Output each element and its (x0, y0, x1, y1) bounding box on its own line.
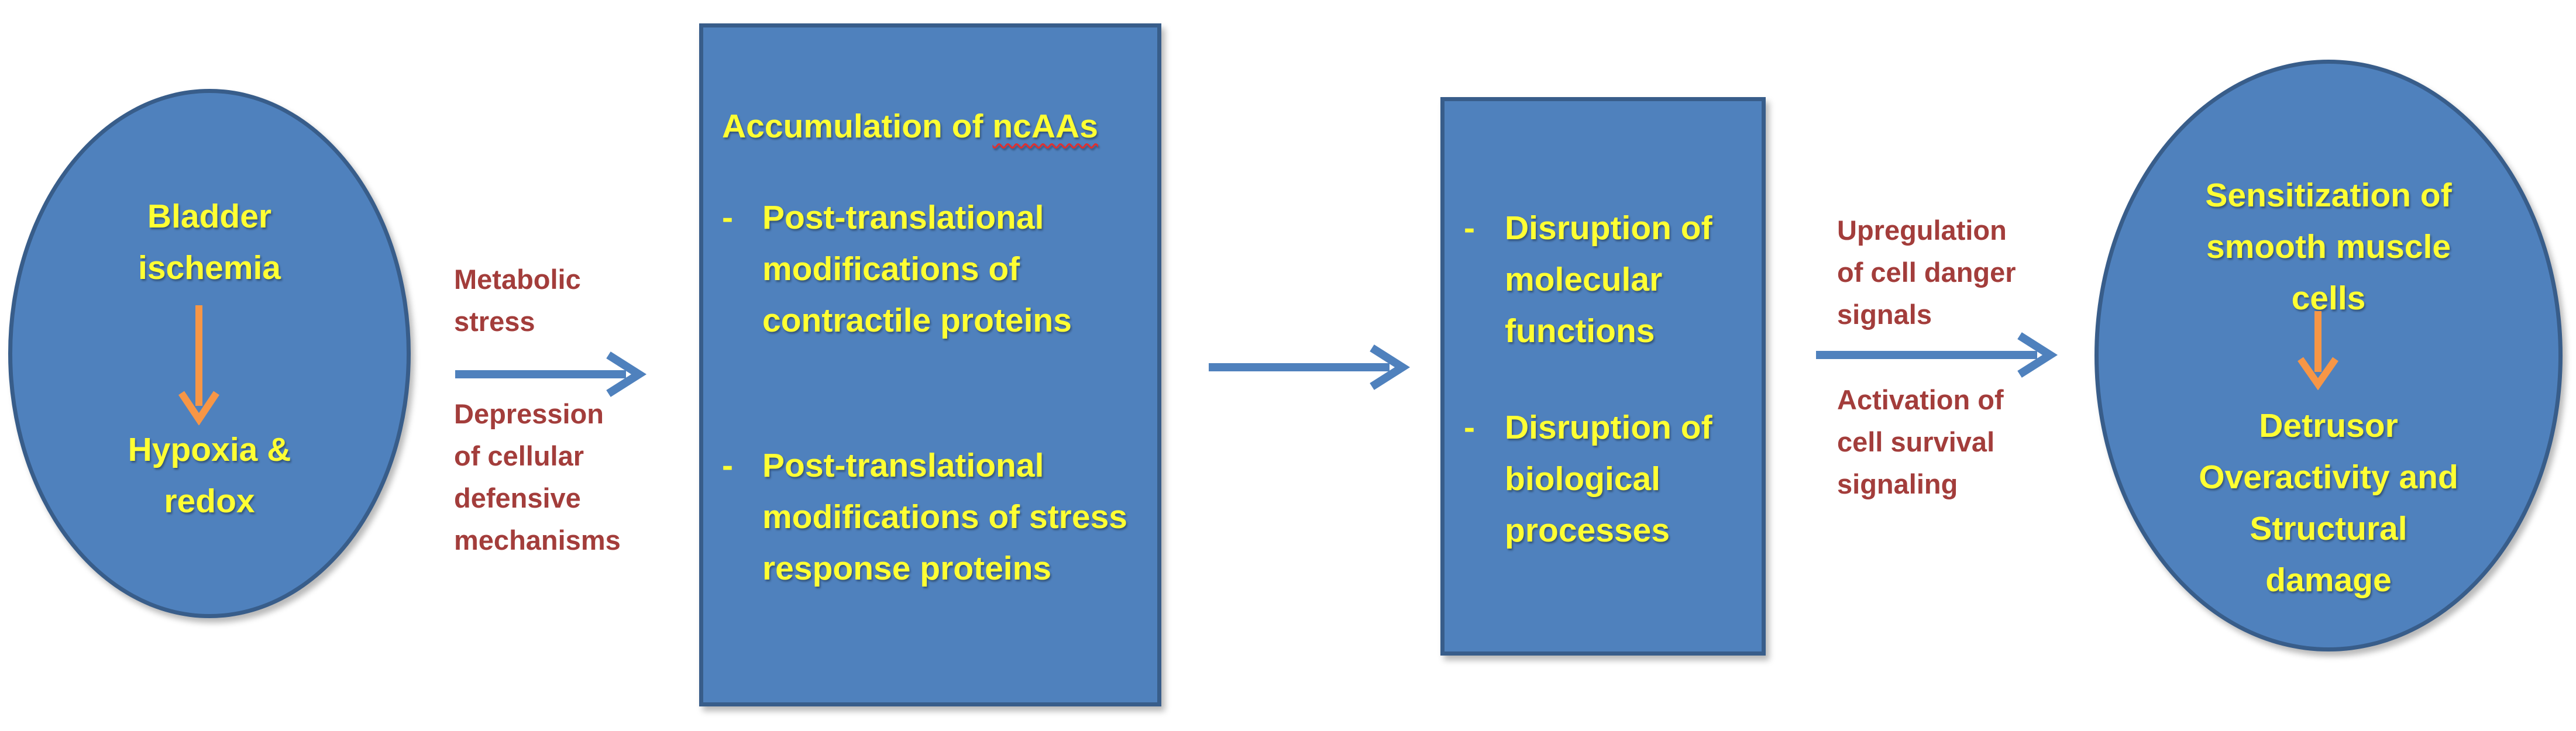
label-line: Upregulation (1837, 215, 2007, 246)
text-line: biological (1505, 460, 1661, 498)
label-line: Metabolic (454, 264, 581, 295)
orange-down-arrow-left (178, 305, 219, 425)
text-line: contractile proteins (762, 302, 1072, 339)
ellipse-right-bottom-text: Detrusor Overactivity and Structural dam… (2130, 400, 2527, 606)
orange-down-arrow-right (2298, 311, 2338, 390)
text-line: molecular (1505, 261, 1663, 298)
disruption-box (1440, 97, 1766, 656)
label-line: stress (454, 306, 535, 337)
arrow1-label-above: Metabolic stress (454, 258, 581, 343)
ellipse-left-bottom-text: Hypoxia & redox (67, 424, 352, 527)
box1-bullet2-text: Post-translational modifications of stre… (762, 440, 1127, 594)
text-line: response proteins (762, 550, 1052, 587)
text-line: Post-translational (762, 447, 1044, 484)
label-line: mechanisms (454, 525, 621, 556)
text-line: Overactivity and (2199, 458, 2458, 496)
text-line: functions (1505, 312, 1655, 350)
connector-arrow-1 (455, 351, 647, 397)
ellipse-left-top-text: Bladder ischemia (67, 191, 352, 294)
text-line: ischemia (138, 249, 281, 287)
box2-bullet2-text: Disruption of biological processes (1505, 402, 1712, 556)
arrow3-label-above: Upregulation of cell danger signals (1837, 209, 2016, 336)
box2-bullet2-marker: - (1464, 409, 1475, 446)
text-line: Hypoxia & (128, 431, 291, 468)
smooth-muscle-ellipse (2094, 60, 2563, 651)
label-line: cell survival (1837, 426, 1995, 457)
connector-arrow-3 (1816, 332, 2058, 378)
box1-bullet1-marker: - (722, 199, 733, 236)
label-line: signals (1837, 299, 1932, 330)
box1-title-term: ncAAs (992, 108, 1098, 145)
text-line: modifications of (762, 250, 1020, 288)
box1-title: Accumulation of ncAAs (722, 101, 1098, 152)
label-line: of cell danger (1837, 257, 2016, 288)
label-line: Depression (454, 398, 604, 429)
ncaa-accumulation-box (699, 23, 1161, 706)
box2-bullet1-text: Disruption of molecular functions (1505, 202, 1712, 357)
text-line: damage (2265, 561, 2392, 599)
text-line: modifications of stress (762, 498, 1127, 536)
box1-title-prefix: Accumulation of (722, 108, 993, 145)
label-line: of cellular (454, 440, 584, 471)
text-line: Post-translational (762, 199, 1044, 236)
connector-arrow-2 (1209, 344, 1411, 390)
text-line: smooth muscle (2206, 228, 2451, 265)
arrow1-label-below: Depression of cellular defensive mechani… (454, 393, 621, 561)
label-line: signaling (1837, 468, 1958, 499)
arrow3-label-below: Activation of cell survival signaling (1837, 379, 2004, 505)
box2-bullet1-marker: - (1464, 209, 1475, 247)
text-line: redox (164, 482, 255, 520)
label-line: Activation of (1837, 384, 2004, 415)
text-line: processes (1505, 512, 1670, 549)
bladder-ischemia-ellipse (8, 89, 411, 618)
text-line: Detrusor (2259, 407, 2398, 444)
box1-bullet2-marker: - (722, 447, 733, 484)
ellipse-right-top-text: Sensitization of smooth muscle cells (2130, 170, 2527, 324)
text-line: Structural (2250, 510, 2408, 547)
text-line: Bladder (147, 198, 272, 235)
box1-bullet1-text: Post-translational modifications of cont… (762, 192, 1072, 346)
label-line: defensive (454, 482, 581, 513)
text-line: Sensitization of (2205, 177, 2452, 214)
text-line: Disruption of (1505, 409, 1712, 446)
text-line: Disruption of (1505, 209, 1712, 247)
text-line: cells (2291, 280, 2366, 317)
